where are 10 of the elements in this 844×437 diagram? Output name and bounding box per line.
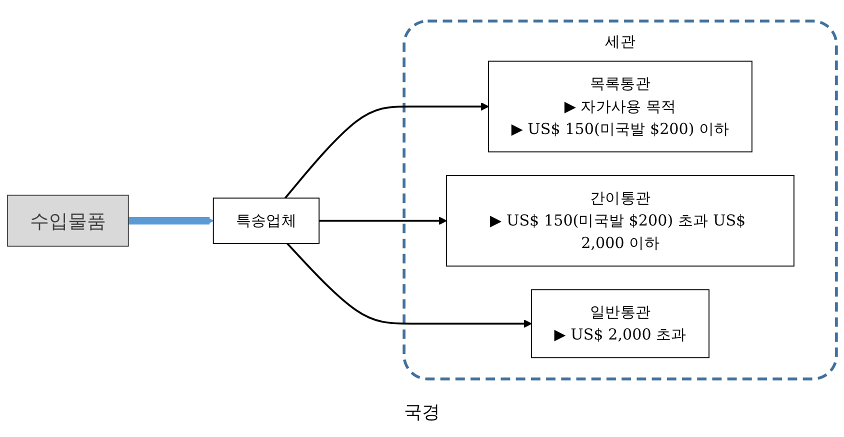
node-box: 일반통관 ▶ US$ 2,000 초과 xyxy=(531,289,710,358)
arrow xyxy=(286,242,532,328)
node-box: 간이통관 ▶ US$ 150(미국발 $200) 초과 US$ 2,000 이하 xyxy=(446,174,794,267)
arrow xyxy=(128,216,214,225)
arrow xyxy=(284,102,489,199)
node-box: 수입물품 xyxy=(7,194,129,247)
node-box: 목록통관 ▶ 자가사용 목적 ▶ US$ 150(미국발 $200) 이하 xyxy=(488,60,752,152)
node-box: 특송업체 xyxy=(212,198,320,244)
border-label: 국경 xyxy=(404,402,440,423)
arrow xyxy=(319,216,447,225)
